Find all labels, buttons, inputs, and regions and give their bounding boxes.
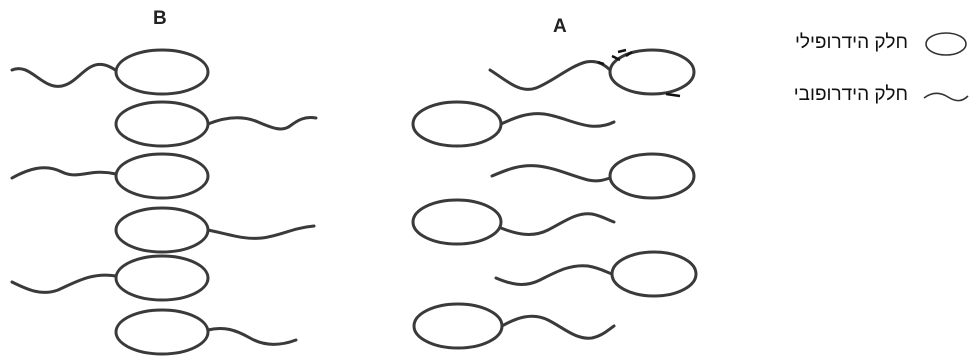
- hydrophobic-tail: [208, 117, 316, 128]
- hydrophobic-tail: [12, 64, 118, 86]
- hydrophilic-head: [414, 304, 502, 348]
- lipid-molecule: [490, 50, 694, 96]
- legend: [924, 33, 968, 101]
- structure-a: [413, 50, 696, 348]
- hydrophobic-tail: [208, 328, 296, 344]
- hydrophobic-tail: [12, 168, 116, 178]
- hydrophobic-tail: [12, 275, 116, 292]
- legend-hydrophobic-label: חלק הידרופובי: [794, 84, 908, 106]
- hydrophilic-head: [116, 102, 208, 146]
- lipid-molecule: [12, 154, 208, 198]
- hydrophobic-tail: [501, 214, 614, 235]
- lipid-tail-icon: [924, 93, 968, 100]
- lipid-molecule: [413, 200, 614, 244]
- hydrophilic-head: [612, 252, 696, 296]
- lipid-molecule: [116, 208, 314, 252]
- lipid-molecule: [12, 50, 208, 94]
- lipid-molecule: [116, 310, 296, 354]
- hydrophobic-tail: [490, 61, 610, 89]
- hydrophilic-head: [116, 50, 208, 94]
- hydrophobic-tail: [208, 226, 314, 238]
- hydrophobic-tail: [492, 166, 610, 181]
- structure-b-label: B: [153, 8, 167, 30]
- lipid-molecule: [414, 304, 614, 348]
- lipid-molecule: [496, 252, 696, 296]
- structure-b: [12, 50, 316, 354]
- hydrophilic-head: [610, 154, 694, 198]
- hydrophobic-tail: [496, 266, 612, 285]
- hydrophilic-head: [116, 154, 208, 198]
- legend-hydrophilic-label: חלק הידרופילי: [795, 32, 908, 54]
- lipid-molecule: [12, 256, 208, 300]
- hydrophilic-head: [116, 208, 208, 252]
- lipid-molecule: [116, 102, 316, 146]
- hydrophobic-tail: [502, 316, 614, 338]
- hydrophobic-tail: [501, 114, 614, 127]
- hydrophilic-head: [610, 50, 694, 94]
- hydrophilic-head: [116, 256, 208, 300]
- lipid-head-icon: [926, 33, 966, 55]
- lipid-molecule: [492, 154, 694, 198]
- hydrophilic-head: [413, 200, 501, 244]
- lipid-molecule: [413, 102, 614, 146]
- structure-a-label: A: [553, 16, 567, 38]
- hydrophilic-head: [413, 102, 501, 146]
- hydrophilic-head: [116, 310, 208, 354]
